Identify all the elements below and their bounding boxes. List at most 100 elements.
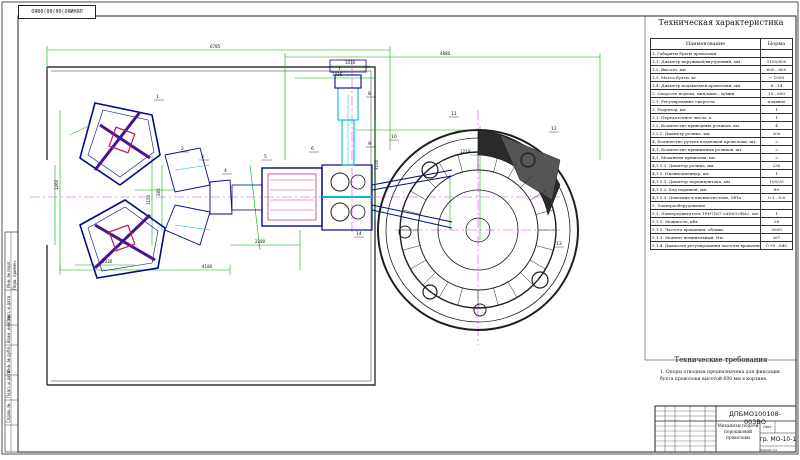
- spec-row-name: 3.1. Передаточное число, u: [650, 113, 761, 122]
- spec-row-name: 3.2. Количество приводных роликов, шт.: [650, 121, 761, 130]
- spec-row-value: 15...800: [760, 89, 793, 98]
- spec-row-value: плавное: [760, 97, 793, 106]
- spec-row-value: 80: [760, 185, 793, 194]
- spec-row-name: 5.1.1. Мощность, кВт: [650, 217, 761, 226]
- title-block-group: гр. МО-10-1: [759, 436, 797, 443]
- dimension-label: 1150: [146, 194, 151, 205]
- spec-row-name: 5.1.3. Момент номинальный, Нм: [650, 233, 761, 242]
- dimension-label: 3100: [374, 159, 379, 170]
- drum-rib: [457, 287, 463, 306]
- drum-rib: [422, 272, 436, 286]
- drum-rib: [438, 162, 449, 179]
- spec-row: 3.2. Количество приводных роликов, шт.4: [650, 121, 793, 130]
- dimension-label: 1210: [460, 149, 471, 154]
- motor-column: [329, 59, 367, 166]
- spec-row-name: 5. Электрооборудование: [650, 201, 761, 210]
- callout-number: 2: [181, 146, 184, 152]
- spec-title: Техническая характеристика: [658, 18, 784, 27]
- requirements-text: 1. Опоры отводная предназначена для фикс…: [660, 370, 780, 382]
- spec-row: 5.1.2. Частота вращения, об/мин.3000: [650, 225, 793, 234]
- spec-header-norm: Норма: [760, 38, 793, 50]
- requirements-title: Технические требования: [674, 356, 768, 364]
- title-block-name: Механизм подачи порошковой проволоки: [717, 424, 759, 441]
- spec-row-value: 0.95...640: [760, 241, 793, 250]
- dimension-labels: 6785488010102036418020301260115038531001…: [54, 44, 471, 269]
- drum-rib: [493, 287, 499, 306]
- spec-row-value: [760, 49, 793, 58]
- spec-row: 5.1. Электродвигатель 1PH7167-2AD00-0BA2…: [650, 209, 793, 218]
- callout-number: 5: [264, 154, 267, 160]
- center-lines: [30, 60, 560, 345]
- guide-channels: [164, 147, 263, 246]
- dimension-label: 4180: [202, 264, 213, 269]
- spec-row: 5. Электрооборудование: [650, 201, 793, 210]
- spec-row: 4.1. Количество прижимных роликов, шт.2: [650, 145, 793, 154]
- base-frame: [46, 66, 376, 386]
- drum-rib: [507, 162, 518, 179]
- spec-row-value: 1: [760, 113, 793, 122]
- spec-row-value: 28: [760, 217, 793, 226]
- spec-row-value: 4: [760, 121, 793, 130]
- callout-number: 4: [224, 168, 227, 174]
- wire-pipes: [371, 169, 453, 229]
- drum-ribs: [400, 152, 556, 308]
- spec-row-name: 4. Количество ручьев подающей проволоки,…: [650, 137, 761, 146]
- spec-row-value: 0.1...0.6: [760, 193, 793, 202]
- spec-row-value: 600...800: [760, 65, 793, 74]
- drum-rib: [410, 259, 427, 270]
- title-block-code: ДПБМО100108-003ВО: [728, 410, 782, 426]
- title-block: [654, 405, 797, 453]
- callout-number: 11: [451, 111, 457, 117]
- side-strip: [4, 231, 19, 453]
- dimension-label: 385: [156, 188, 161, 196]
- drum-rib: [529, 190, 546, 201]
- callout-number: 9: [368, 141, 371, 147]
- dimension-label: 1010: [345, 60, 356, 65]
- spec-row-name: 1. Габариты бухты проволоки: [650, 49, 761, 58]
- spec-row-value: 1: [760, 209, 793, 218]
- dimension-label: 4880: [440, 51, 451, 56]
- spec-row-value: 200: [760, 129, 793, 138]
- coil-basket-upper: [69, 102, 161, 186]
- spec-row-value: 3000: [760, 225, 793, 234]
- dimension-label: 2030: [102, 259, 113, 264]
- spec-row-name: 5.1.2. Частота вращения, об/мин.: [650, 225, 761, 234]
- drum-rib: [402, 245, 421, 251]
- spec-row-name: 5.1.4. Диапазон регулирования частоты вр…: [650, 241, 761, 250]
- coil-basket-lower: [79, 199, 166, 279]
- drum-rib: [529, 259, 546, 270]
- spec-row-name: 2. Скорость подачи, мин/макс., м/мин: [650, 89, 761, 98]
- drum-rib: [493, 154, 499, 173]
- drum-rib: [422, 174, 436, 188]
- dimension-label: 2036: [332, 72, 343, 77]
- drum-rib: [402, 209, 421, 215]
- title-block-sheet: Лист: [763, 425, 772, 429]
- side-label: Взам. инв. №: [6, 315, 11, 343]
- drum-rib: [535, 209, 554, 215]
- spec-row-name: 5.1. Электродвигатель 1PH7167-2AD00-0BA2…: [650, 209, 761, 218]
- callout-number: 10: [391, 134, 397, 140]
- spec-row-name: 1.4. Диаметр подаваемой проволоки, мм: [650, 81, 761, 90]
- callout-number: 3: [201, 154, 204, 160]
- drum-rib: [535, 245, 554, 251]
- spec-row: 3. Редуктор, шт.1: [650, 105, 793, 114]
- spec-row-value: 230: [760, 161, 793, 170]
- spec-row-value: 8...14: [760, 81, 793, 90]
- spec-row: 5.1.4. Диапазон регулирования частоты вр…: [650, 241, 793, 250]
- spec-row: 4.1. Механизм прижатия, шт.2: [650, 153, 793, 162]
- spec-row-name: 3. Редуктор, шт.: [650, 105, 761, 114]
- dimension-label: 6785: [210, 44, 221, 49]
- spec-row-name: 4.1. Механизм прижатия, шт.: [650, 153, 761, 162]
- drum-rib: [520, 174, 534, 188]
- spec-row-name: 4.1.1.2. Диаметр ролика, мм: [650, 161, 761, 170]
